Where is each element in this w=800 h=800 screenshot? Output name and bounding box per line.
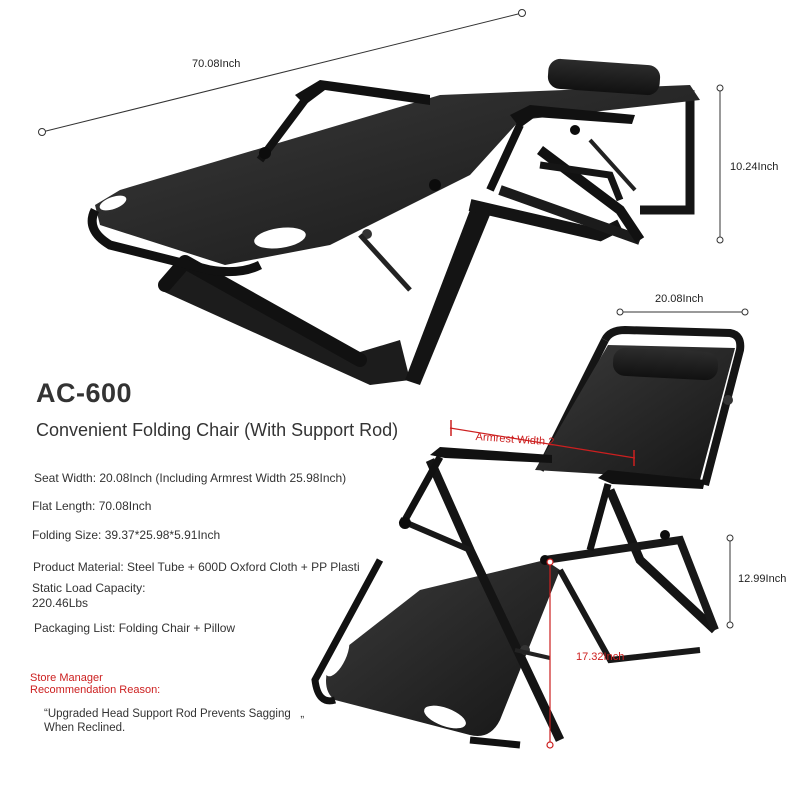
spec-load-label: Static Load Capacity: bbox=[32, 581, 146, 595]
recommendation-heading-line2: Recommendation Reason: bbox=[30, 684, 161, 696]
spec-load-value: 220.46Lbs bbox=[32, 596, 89, 610]
flat-length-label: 70.08Inch bbox=[192, 58, 241, 70]
flat-height-label: 10.24Inch bbox=[730, 161, 779, 173]
spec-packaging: Packaging List: Folding Chair + Pillow bbox=[34, 621, 236, 635]
flat-height-dimension-line bbox=[716, 84, 724, 244]
armrest-width-dimension-line bbox=[449, 420, 636, 466]
recommendation-quote-line2: When Reclined. bbox=[44, 722, 126, 734]
lounger-upright-view bbox=[311, 325, 745, 749]
product-subtitle: Convenient Folding Chair (With Support R… bbox=[36, 420, 399, 440]
upright-height-label: 12.99Inch bbox=[738, 573, 787, 585]
spec-material: Product Material: Steel Tube + 600D Oxfo… bbox=[33, 560, 360, 574]
seat-height-label: 17.32Inch bbox=[576, 651, 625, 663]
lounger-flat-view bbox=[87, 58, 700, 385]
spec-seat-width: Seat Width: 20.08Inch (Including Armrest… bbox=[34, 471, 347, 485]
product-model: AC-600 bbox=[36, 378, 133, 408]
spec-flat-length: Flat Length: 70.08Inch bbox=[32, 499, 152, 513]
flat-length-dimension-line bbox=[38, 9, 526, 136]
width-dimension-line bbox=[616, 308, 749, 316]
width-label: 20.08Inch bbox=[655, 293, 704, 305]
spec-folding-size: Folding Size: 39.37*25.98*5.91Inch bbox=[32, 528, 221, 542]
upright-height-dimension-line bbox=[726, 534, 734, 629]
seat-height-dimension-line bbox=[546, 558, 554, 749]
recommendation-heading-line1: Store Manager bbox=[30, 672, 103, 684]
recommendation-quote-line1: “Upgraded Head Support Rod Prevents Sagg… bbox=[44, 708, 305, 720]
